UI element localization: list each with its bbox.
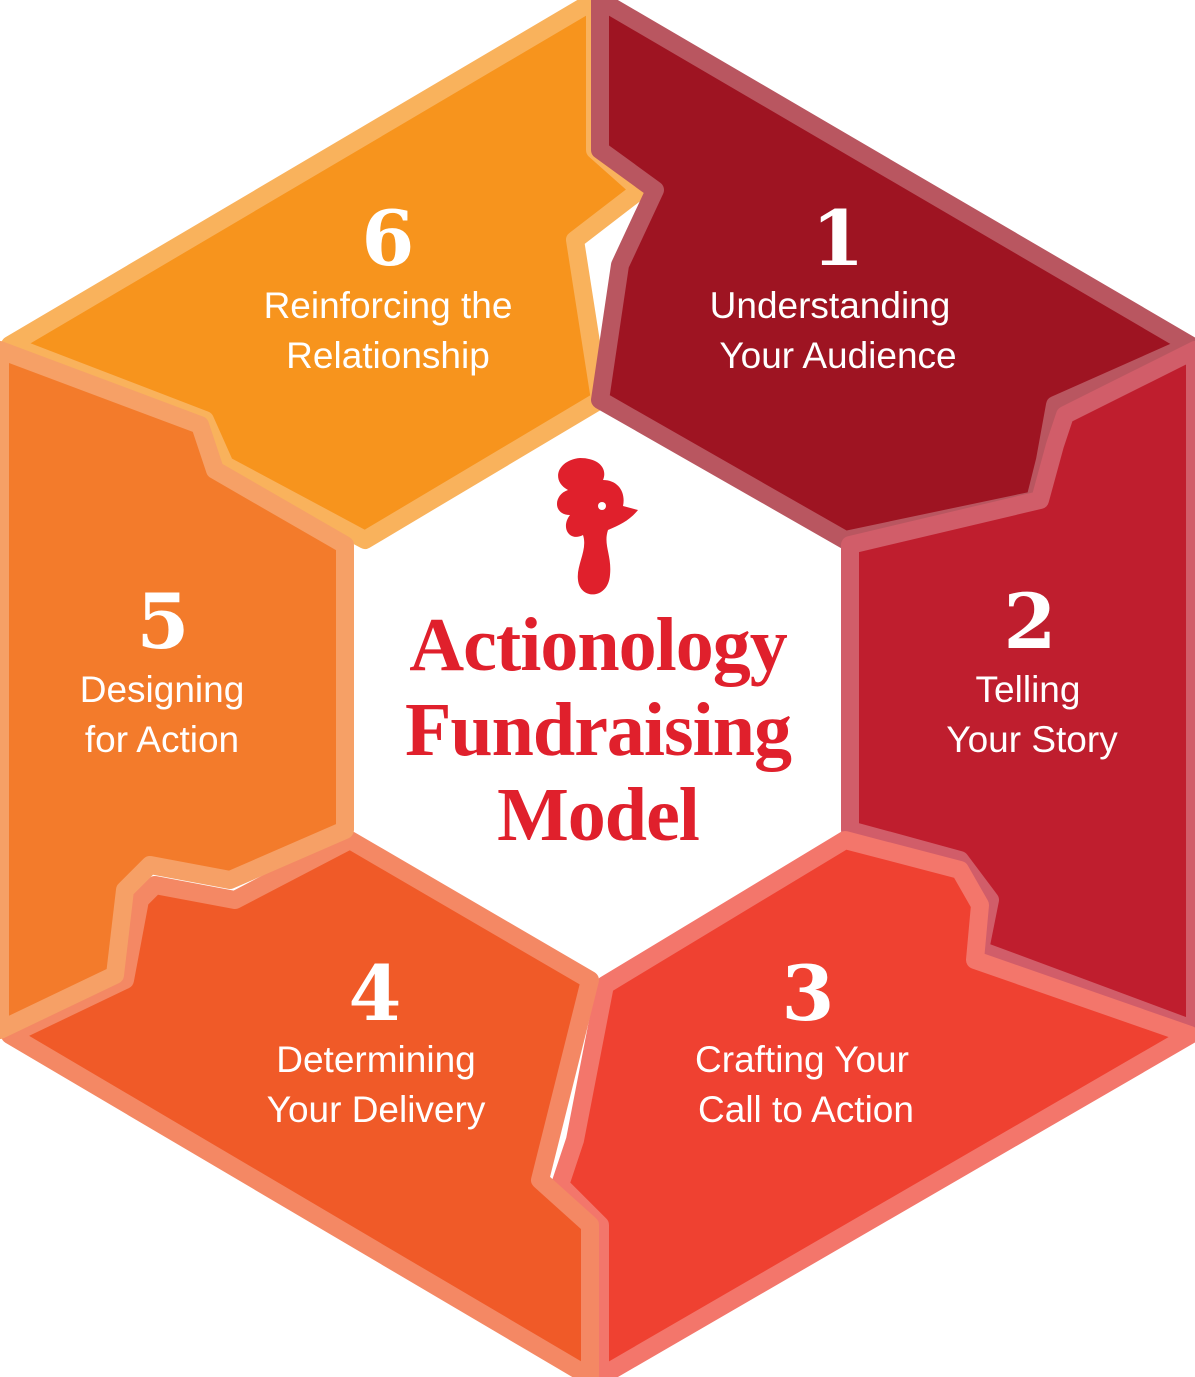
segment-2-number: 2 [1004,577,1057,666]
segment-4-number: 4 [349,949,402,1038]
segment-5-label-line-1: Designing [80,669,245,710]
center-title-line-3: Model [497,773,699,857]
segment-3-label-line-2: Call to Action [698,1089,914,1130]
segment-5-number: 5 [137,577,190,666]
segment-1-number: 1 [812,194,865,283]
segment-5-shape [0,341,354,1039]
segment-3-label-line-1: Crafting Your [695,1039,909,1080]
segment-3: 3 Crafting Your Call to Action [551,831,1195,1377]
segment-5: 5 Designing for Action [0,341,354,1039]
segment-4-shape [1,831,599,1377]
segment-4-label-line-2: Your Delivery [267,1089,486,1130]
segment-1-label-line-1: Understanding [710,285,951,326]
segment-2-label-line-2: Your Story [946,719,1118,760]
segment-4: 4 Determining Your Delivery [1,831,599,1377]
segment-2-label-line-1: Telling [976,669,1081,710]
segment-6-number: 6 [362,194,415,283]
segment-1-label-line-2: Your Audience [719,335,956,376]
segment-3-number: 3 [782,949,835,1038]
segment-2-shape [841,341,1195,1039]
rooster-logo-icon [556,458,638,595]
segment-4-label-line-1: Determining [276,1039,475,1080]
segment-6-label-line-2: Relationship [286,335,490,376]
center-title-line-1: Actionology [409,603,787,687]
segment-5-label-line-2: for Action [85,719,239,760]
segment-3-shape [551,831,1195,1377]
center-title-line-2: Fundraising [405,688,792,772]
segment-2: 2 Telling Your Story [841,341,1195,1039]
segment-6-label-line-1: Reinforcing the [264,285,513,326]
